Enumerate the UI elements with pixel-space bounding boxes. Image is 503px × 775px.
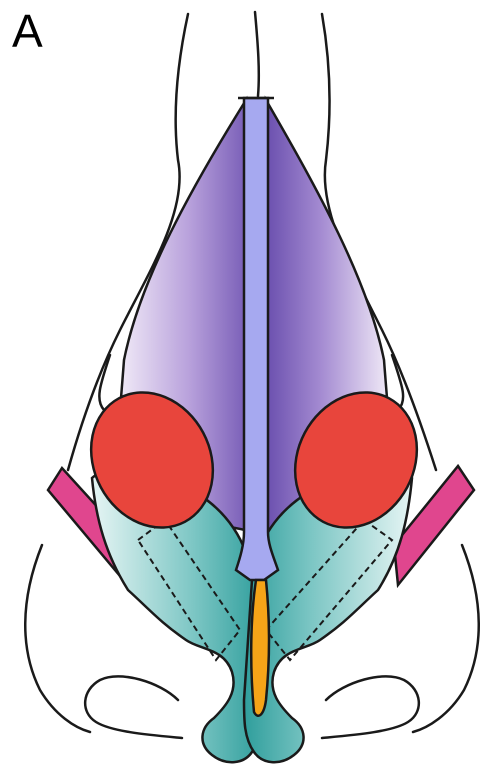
right-nostril-curve (322, 676, 419, 738)
left-nostril-curve (85, 676, 182, 738)
orange-columella-strip (251, 580, 269, 716)
right-cheek-curve (413, 545, 479, 732)
left-cheek-curve (25, 545, 90, 732)
center-top-line (255, 12, 259, 96)
